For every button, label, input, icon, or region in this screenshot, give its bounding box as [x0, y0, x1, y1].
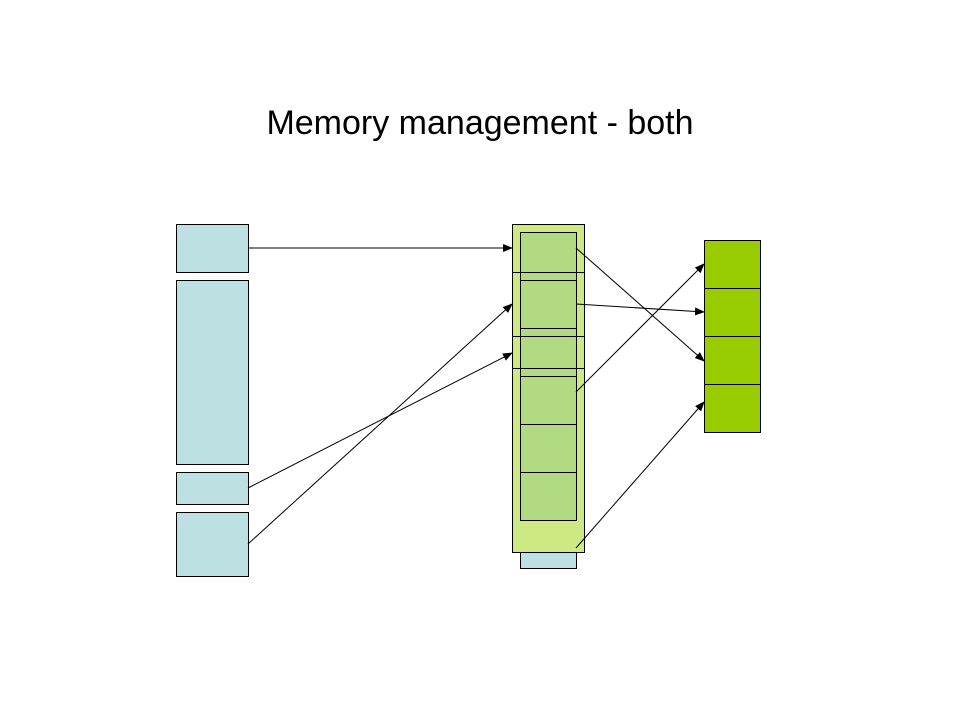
page-4 — [520, 376, 577, 425]
arrow-page4-to-frame1 — [575, 263, 705, 393]
frame-4 — [704, 384, 761, 433]
segment-table — [176, 224, 249, 577]
frame-1 — [704, 240, 761, 289]
frame-3 — [704, 336, 761, 385]
arrow-segment4-to-page-area — [247, 303, 513, 545]
segment-4 — [176, 512, 249, 577]
arrow-segment3-to-page-area — [247, 352, 513, 489]
mapping-arrows — [247, 244, 705, 549]
segment-1 — [176, 224, 249, 273]
segment-2 — [176, 280, 249, 465]
page-2 — [520, 280, 577, 329]
arrow-page2-to-frame2 — [575, 303, 705, 316]
segment-3 — [176, 472, 249, 505]
page-6 — [520, 472, 577, 521]
page-5 — [520, 424, 577, 473]
page-table — [512, 224, 585, 569]
slide-title: Memory management - both — [266, 104, 694, 142]
frame-table — [704, 240, 761, 433]
frame-2 — [704, 288, 761, 337]
page-3 — [520, 328, 577, 377]
arrow-page7-to-frame4 — [575, 401, 705, 549]
page-1 — [520, 232, 577, 281]
arrow-page1-to-frame3 — [575, 247, 705, 362]
